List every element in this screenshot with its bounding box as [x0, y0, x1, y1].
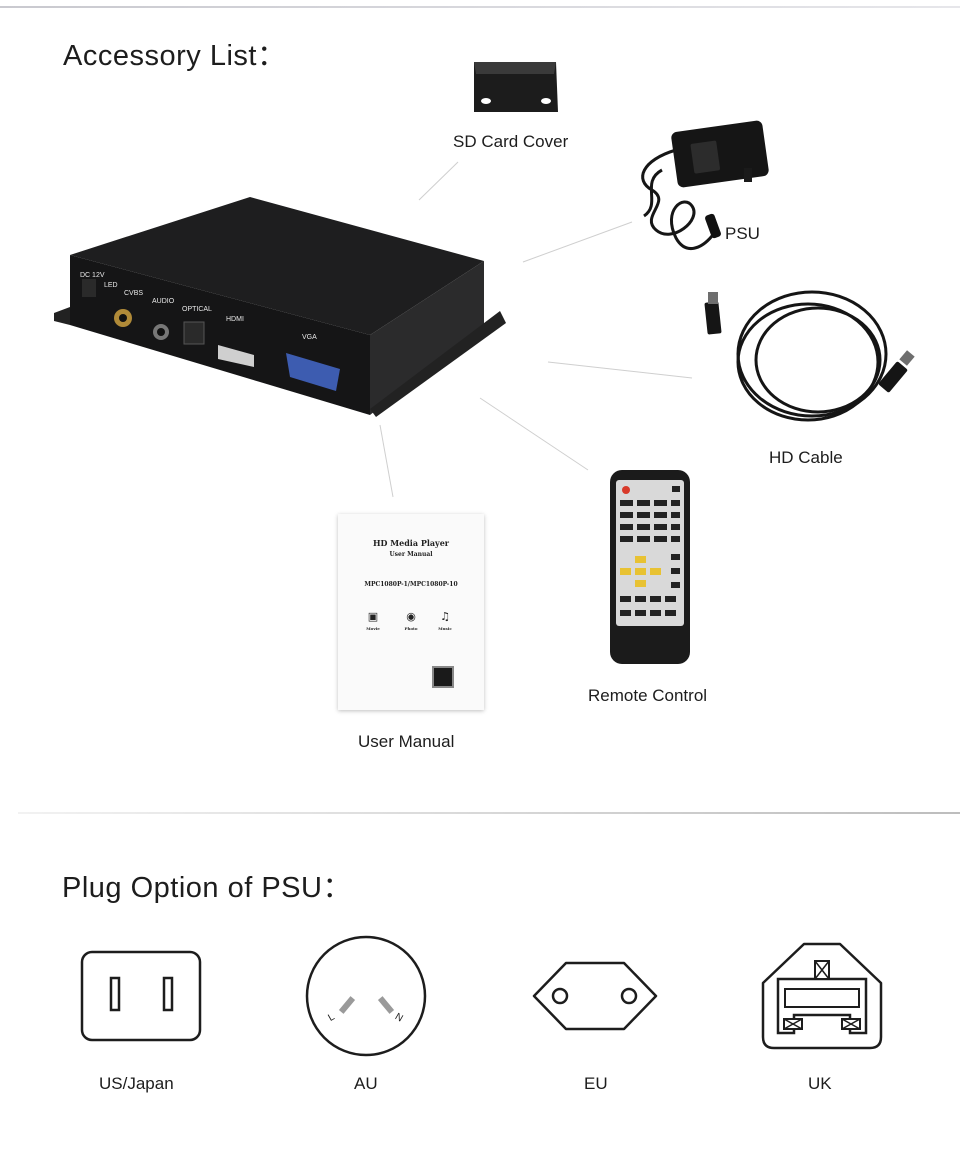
remote-control-image: [610, 470, 690, 664]
media-player-device-image: DC 12V LED CVBS AUDIO OPTICAL HDMI VGA: [54, 197, 506, 417]
port-label-cvbs: CVBS: [124, 290, 143, 297]
au-plug-icon: L N: [305, 935, 427, 1057]
sd-card-cover-image: [474, 62, 558, 112]
psu-image: [641, 120, 769, 250]
plug-label-us-japan: US/Japan: [99, 1074, 174, 1093]
user-manual-image: HD Media Player User Manual MPC1080P-1/M…: [338, 514, 484, 710]
port-label-hdmi: HDMI: [226, 316, 244, 323]
connector-lines: [379, 161, 693, 498]
manual-model: MPC1080P-1/MPC1080P-10: [364, 581, 458, 588]
section-divider: [18, 812, 960, 814]
user-manual-label: User Manual: [358, 732, 455, 751]
port-label-dc: DC 12V: [80, 272, 105, 279]
plug-label-eu: EU: [584, 1074, 608, 1093]
full-hd-logo: [432, 666, 454, 688]
uk-plug-icon: [761, 942, 883, 1050]
au-pin-letter-l: L: [326, 1011, 337, 1024]
film-icon: ▣: [367, 610, 379, 623]
camera-icon: ◉: [406, 610, 416, 623]
hd-cable-label: HD Cable: [769, 448, 843, 467]
port-label-audio: AUDIO: [152, 298, 175, 305]
hd-cable-image: [704, 290, 915, 422]
manual-title: HD Media Player: [372, 538, 450, 548]
manual-subtitle: User Manual: [389, 551, 433, 558]
manual-icon-label-movie: Movie: [366, 626, 380, 631]
remote-control-label: Remote Control: [588, 686, 708, 705]
au-pin-letter-n: N: [393, 1011, 405, 1024]
music-icon: ♫: [440, 610, 450, 623]
port-label-optical: OPTICAL: [182, 306, 212, 313]
eu-plug-icon: [532, 961, 658, 1031]
top-divider: [0, 6, 960, 8]
us-japan-plug-icon: [80, 950, 202, 1042]
port-label-vga: VGA: [302, 334, 317, 341]
sd-card-cover-label: SD Card Cover: [453, 132, 569, 151]
plug-label-uk: UK: [808, 1074, 832, 1093]
psu-label: PSU: [725, 224, 760, 243]
accessory-list-heading: Accessory List：: [63, 40, 287, 72]
port-label-led: LED: [104, 282, 118, 289]
manual-icon-label-music: Music: [438, 626, 452, 631]
manual-icon-label-photo: Photo: [404, 626, 418, 631]
plug-label-au: AU: [354, 1074, 378, 1093]
plug-option-heading: Plug Option of PSU：: [62, 872, 352, 904]
